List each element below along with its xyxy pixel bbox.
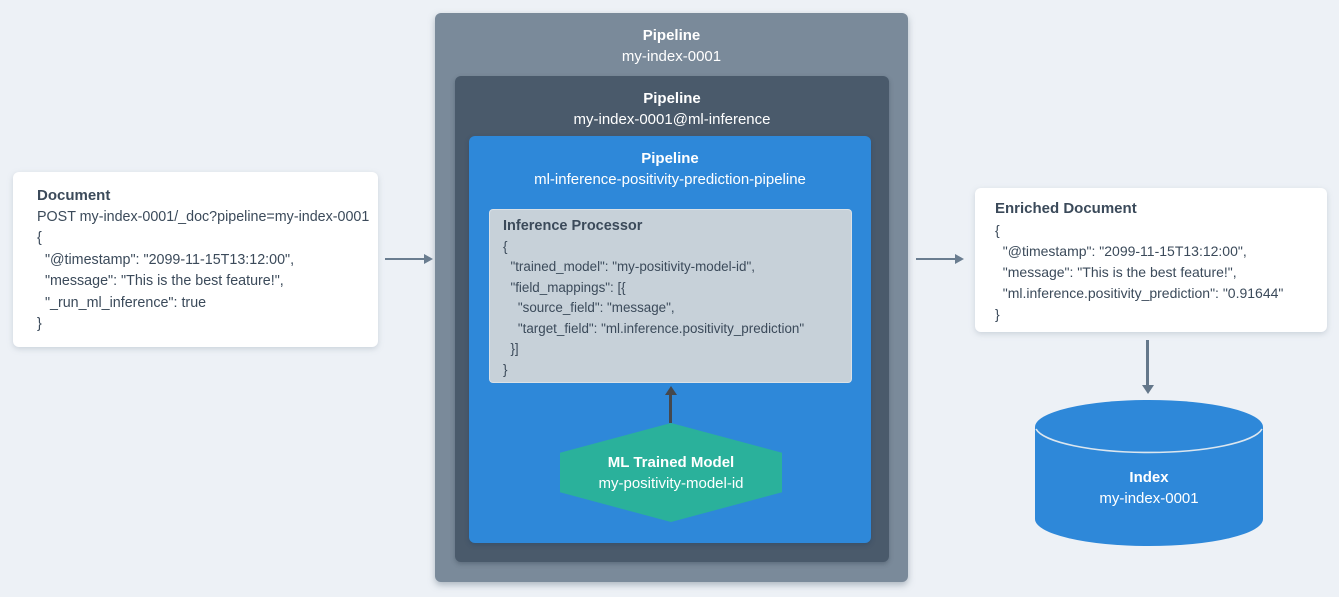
pipeline-ml-label: Pipeline (643, 90, 701, 107)
document-json-line: "_run_ml_inference": true (37, 294, 207, 311)
processor-json-line: }] (503, 341, 519, 356)
enriched-json-line: "message": "This is the best feature!", (995, 263, 1237, 280)
processor-json-line: "target_field": "ml.inference.positivity… (503, 320, 805, 336)
inference-processor-title: Inference Processor (503, 218, 643, 234)
index-name: my-index-0001 (1099, 490, 1199, 507)
document-card-title: Document (37, 187, 111, 204)
pipeline-outer-label: Pipeline (642, 27, 701, 44)
enriched-json-line: "ml.inference.positivity_prediction": "0… (995, 284, 1284, 301)
processor-json-line: { (503, 238, 508, 254)
ml-model-title: ML Trained Model (607, 453, 735, 471)
processor-json-line: "field_mappings": [{ (503, 279, 626, 295)
enriched-json-line: "@timestamp": "2099-11-15T13:12:00", (995, 242, 1247, 259)
enriched-json-line: } (995, 305, 1000, 322)
enriched-card-title: Enriched Document (995, 200, 1137, 217)
index-cylinder: Index my-index-0001 (1035, 400, 1263, 546)
arrow-up-icon (664, 386, 677, 423)
enriched-json-line: { (995, 221, 1000, 238)
pipeline-inference-name: ml-inference-positivity-prediction-pipel… (534, 171, 806, 188)
document-json-line: { (37, 230, 42, 246)
arrow-right-icon (385, 253, 433, 264)
pipeline-outer-heading: Pipeline my-index-0001 (435, 25, 908, 67)
cylinder-shape-icon (1035, 400, 1263, 546)
pipeline-ml-name: my-index-0001@ml-inference (573, 111, 771, 128)
processor-json-line: } (503, 361, 508, 377)
document-json-line: "@timestamp": "2099-11-15T13:12:00", (37, 251, 295, 268)
index-label: Index (1129, 469, 1169, 486)
arrow-right-icon (916, 253, 964, 264)
document-json-line: "message": "This is the best feature!", (37, 273, 284, 289)
pipeline-outer-name: my-index-0001 (621, 48, 722, 65)
document-json-line: } (37, 316, 42, 332)
document-card: Document POST my-index-0001/_doc?pipelin… (13, 172, 378, 347)
processor-json-line: "trained_model": "my-positivity-model-id… (503, 259, 755, 274)
pipeline-ml-heading: Pipeline my-index-0001@ml-inference (455, 88, 889, 130)
ml-model-name: my-positivity-model-id (598, 474, 744, 492)
index-label-group: Index my-index-0001 (1035, 467, 1263, 509)
enriched-document-card: Enriched Document { "@timestamp": "2099-… (975, 188, 1327, 332)
processor-json-line: "source_field": "message", (503, 300, 675, 315)
arrow-down-icon (1141, 340, 1154, 394)
document-json-line: POST my-index-0001/_doc?pipeline=my-inde… (37, 208, 370, 225)
pipeline-inference-heading: Pipeline ml-inference-positivity-predict… (469, 148, 871, 190)
inference-processor-box: Inference Processor { "trained_model": "… (489, 209, 852, 383)
pipeline-inference-label: Pipeline (641, 150, 699, 167)
